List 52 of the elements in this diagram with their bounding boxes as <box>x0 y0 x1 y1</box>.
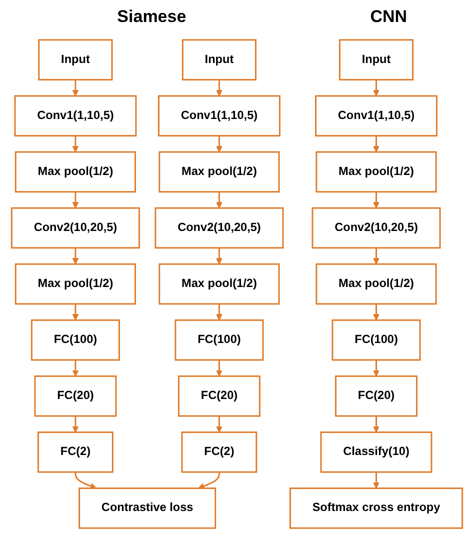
node-box: Input <box>338 39 414 80</box>
arrow <box>72 80 79 96</box>
node-box: Softmax cross entropy <box>289 488 464 529</box>
node-box: Max pool(1/2) <box>14 151 136 193</box>
arrow <box>373 416 380 433</box>
arrow <box>373 472 380 489</box>
node-box: Max pool(1/2) <box>316 263 437 305</box>
arrow <box>216 192 222 208</box>
arrow <box>216 304 222 320</box>
arrow <box>72 248 79 264</box>
node-box: Contrastive loss <box>78 488 216 529</box>
node-box: FC(20) <box>335 375 418 417</box>
node-box: Max pool(1/2) <box>158 151 280 193</box>
node-box: Input <box>38 39 113 80</box>
arrow <box>216 360 222 376</box>
node-box: Classify(10) <box>320 432 432 473</box>
node-box: FC(100) <box>30 319 120 361</box>
column-heading: Siamese <box>116 7 188 27</box>
arrow <box>216 416 222 433</box>
node-box: Conv1(1,10,5) <box>14 95 137 136</box>
node-box: FC(2) <box>38 432 114 473</box>
node-box: FC(20) <box>34 375 117 417</box>
arrow <box>216 80 222 96</box>
arrow <box>72 360 79 376</box>
arrow <box>72 136 79 152</box>
node-box: FC(100) <box>174 319 264 361</box>
arrow <box>216 136 222 152</box>
node-box: Max pool(1/2) <box>14 263 136 305</box>
arrow <box>373 80 380 96</box>
arrow <box>373 192 380 208</box>
arrow <box>373 248 380 264</box>
node-box: Max pool(1/2) <box>316 151 437 193</box>
node-box: Conv1(1,10,5) <box>158 95 280 136</box>
arrow <box>373 360 380 376</box>
arrow <box>198 472 220 490</box>
arrow <box>216 248 222 264</box>
node-box: Conv1(1,10,5) <box>315 95 438 136</box>
node-box: FC(20) <box>178 375 260 417</box>
node-box: Conv2(10,20,5) <box>312 207 441 249</box>
arrow <box>72 304 79 320</box>
arrow <box>74 472 97 490</box>
node-box: Conv2(10,20,5) <box>154 207 284 249</box>
node-box: FC(100) <box>332 319 421 361</box>
arrow <box>373 136 380 152</box>
column-heading: CNN <box>369 7 408 27</box>
node-box: Conv2(10,20,5) <box>10 207 140 249</box>
node-box: Max pool(1/2) <box>158 263 280 305</box>
arrow <box>373 304 380 320</box>
arrow <box>72 416 79 433</box>
node-box: Input <box>182 39 256 80</box>
node-box: FC(2) <box>181 432 258 473</box>
arrow <box>72 192 79 208</box>
